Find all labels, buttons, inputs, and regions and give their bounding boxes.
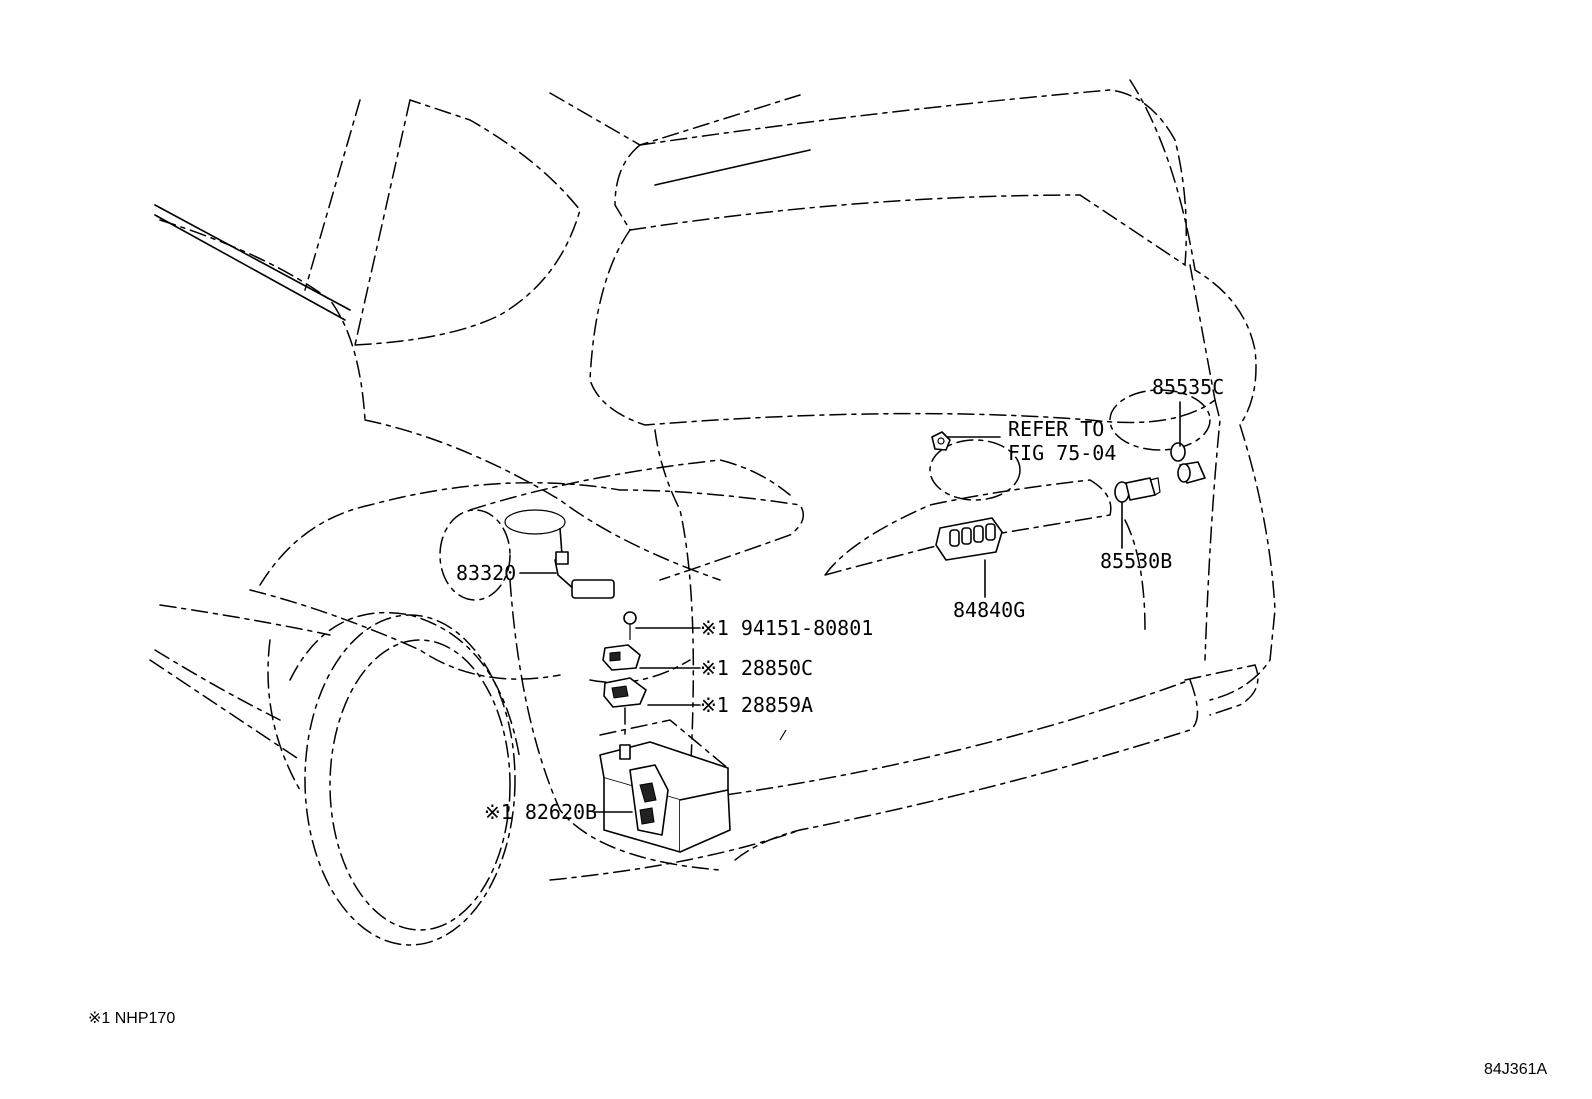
footnote: ※1 NHP170 [88, 1010, 175, 1027]
part-85535c-holder [1170, 442, 1206, 484]
callout-83320[interactable]: 83320 [456, 561, 516, 585]
part-94151-bolt [623, 611, 637, 640]
figure-id: 84J361A [1484, 1061, 1547, 1078]
leader-lines [519, 401, 1181, 813]
part-83320-sensor [504, 509, 615, 599]
refer-to-label[interactable]: REFER TO [1008, 417, 1104, 441]
part-28850c-relay [602, 644, 641, 671]
callout-28859a[interactable]: ※1 28859A [700, 693, 813, 717]
part-85530b-sensor [1114, 477, 1161, 503]
vehicle-outline [149, 79, 1276, 946]
callout-85535c[interactable]: 85535C [1152, 375, 1224, 399]
callout-labels: 83320 ※1 94151-80801 ※1 28850C ※1 28859A… [456, 375, 1224, 824]
callout-94151-80801[interactable]: ※1 94151-80801 [700, 616, 873, 640]
part-84840g-switch [935, 517, 1003, 561]
part-refer-clip [931, 431, 951, 451]
callout-82620b[interactable]: ※1 82620B [484, 800, 597, 824]
part-82620b-junction-block [599, 741, 731, 853]
callout-84840g[interactable]: 84840G [953, 598, 1025, 622]
part-28859a-bracket [603, 677, 647, 741]
callout-85530b[interactable]: 85530B [1100, 549, 1172, 573]
refer-fig-label[interactable]: FIG 75-04 [1008, 441, 1116, 465]
callout-28850c[interactable]: ※1 28850C [700, 656, 813, 680]
